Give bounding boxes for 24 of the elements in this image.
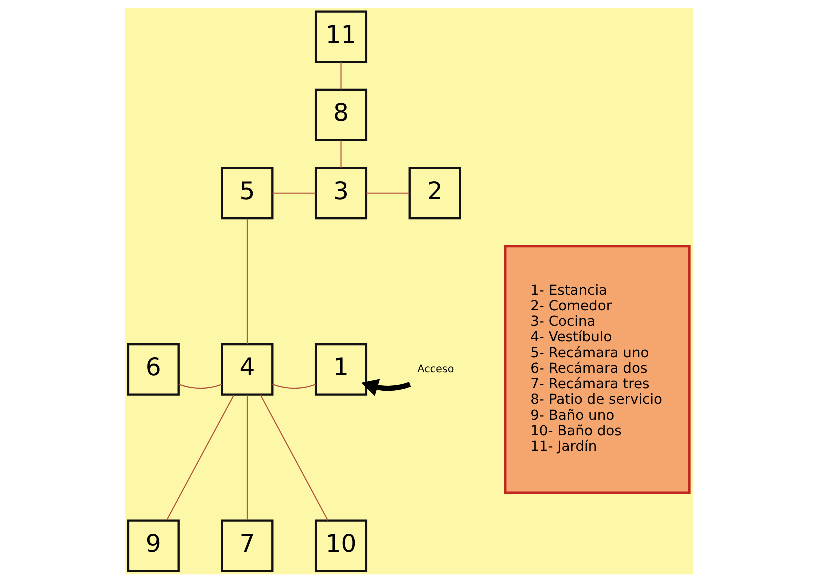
node-box: 10	[314, 520, 368, 572]
node-box: 4	[220, 343, 274, 396]
connector	[246, 395, 248, 521]
node-box: 5	[220, 167, 274, 220]
node-box: 1	[314, 343, 368, 396]
connector	[340, 140, 342, 168]
connector	[246, 218, 248, 344]
connector	[340, 62, 342, 90]
node-box: 9	[126, 520, 180, 572]
node-box: 2	[408, 167, 461, 220]
connector	[178, 384, 222, 390]
node-box: 3	[314, 167, 368, 220]
node-box: 8	[314, 88, 368, 142]
node-box: 6	[126, 343, 180, 396]
node-box: 7	[220, 520, 274, 572]
connector	[272, 192, 316, 194]
node-box: 1- Estancia 2- Comedor 3- Cocina 4- Vestíbulo 5- Recámara uno 6- Recámara dos 7- Recámara tres 8- Patio de servicio 9- Baño uno 10- Baño dos 11- Jardín	[504, 245, 690, 494]
node-box: 11	[314, 10, 368, 64]
arrow	[360, 379, 411, 396]
connector	[166, 394, 234, 521]
node-text: Acceso	[417, 363, 454, 376]
connector	[272, 384, 316, 390]
connector	[260, 394, 328, 521]
connector	[366, 192, 410, 194]
